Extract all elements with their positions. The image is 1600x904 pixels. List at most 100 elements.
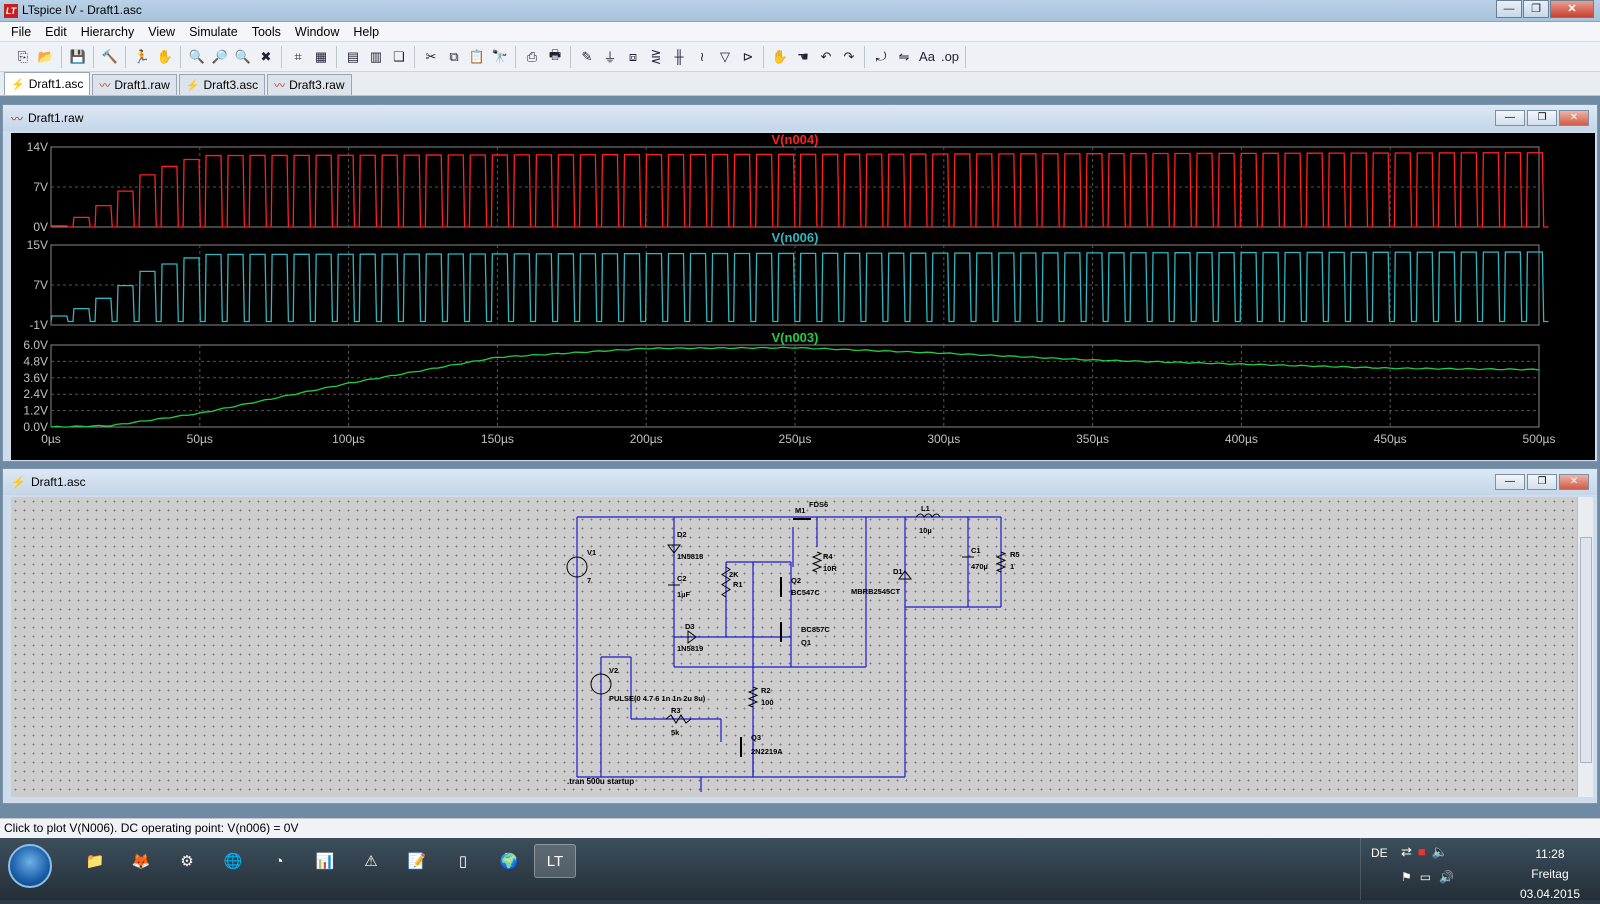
tab-draft1-raw[interactable]: 〰Draft1.raw <box>92 74 177 95</box>
autorange-icon[interactable]: ⌗ <box>294 48 302 64</box>
ground-icon[interactable]: ⏚ <box>603 50 617 65</box>
component-label-d2-val[interactable]: 1N5818 <box>677 552 703 561</box>
trace-vn004[interactable] <box>50 152 1549 228</box>
cut-icon[interactable]: ✂ <box>425 48 437 64</box>
find-icon[interactable]: 🔭 <box>491 48 509 64</box>
taskbar-vlc-icon[interactable]: ⚠ <box>364 853 378 870</box>
diode-icon[interactable]: ▽ <box>720 48 730 64</box>
redo-icon[interactable]: ↷ <box>843 48 855 64</box>
component-label-c2[interactable]: C2 <box>677 574 687 583</box>
component-label-r5-val[interactable]: 1 <box>1010 562 1014 571</box>
control-panel-icon[interactable]: 🔨 <box>101 48 119 64</box>
undo-icon[interactable]: ↶ <box>820 48 832 64</box>
tile-horizontal-icon[interactable]: ▤ <box>346 48 360 64</box>
taskbar-ltspice-icon[interactable]: LT <box>534 844 576 878</box>
schematic-maximize-button[interactable]: ❐ <box>1527 474 1557 490</box>
resistor-r4[interactable] <box>811 551 823 573</box>
tab-draft1-asc[interactable]: ⚡Draft1.asc <box>4 72 91 95</box>
zoom-out-icon[interactable]: 🔍 <box>234 48 252 64</box>
component-label-q3[interactable]: Q3 <box>751 733 761 742</box>
component-label-r2[interactable]: R2 <box>761 686 771 695</box>
start-button[interactable] <box>8 844 52 888</box>
component-label-q2[interactable]: Q2 <box>791 576 801 585</box>
waveform-maximize-button[interactable]: ❐ <box>1527 110 1557 126</box>
component-label-c1-val[interactable]: 470µ <box>971 562 988 571</box>
component-label-d1[interactable]: D1 <box>893 567 903 576</box>
text-icon[interactable]: Aa <box>919 49 935 64</box>
tile-vertical-icon[interactable]: ▥ <box>369 48 383 64</box>
component-label-c2-val[interactable]: 1µF <box>677 590 690 599</box>
voltage-source-v1[interactable] <box>566 556 588 578</box>
waveform-svg[interactable]: 14V7V0VV(n004)15V7V-1VV(n006)6.0V4.8V3.6… <box>11 132 1595 460</box>
menu-hierarchy[interactable]: Hierarchy <box>80 24 135 39</box>
zoom-box-icon[interactable]: 🔎 <box>211 48 229 64</box>
component-label-l1[interactable]: L1 <box>921 504 930 513</box>
mirror-icon[interactable]: ⇋ <box>898 48 910 64</box>
schematic-vertical-scrollbar[interactable] <box>1577 497 1593 797</box>
taskbar-network-manager-icon[interactable]: ⚙ <box>180 853 194 870</box>
voltage-source-v2[interactable] <box>590 673 612 695</box>
taskbar-app9-icon[interactable]: ▯ <box>458 853 468 870</box>
speaker-tray-icon[interactable]: 🔊 <box>1439 870 1455 884</box>
print-setup-icon[interactable]: ⎙ <box>526 48 538 64</box>
component-label-q2-val[interactable]: BC547C <box>791 588 820 597</box>
resistor-r1[interactable] <box>721 566 731 598</box>
component-label-r2-val[interactable]: 100 <box>761 698 774 707</box>
run-icon[interactable]: 🏃 <box>133 48 151 64</box>
component-label-d3[interactable]: D3 <box>685 622 695 631</box>
component-label-d1-val[interactable]: MBRB2545CT <box>851 587 901 596</box>
schematic-close-button[interactable]: ✕ <box>1559 474 1589 490</box>
volume-tray-icon[interactable]: 🔈 <box>1431 844 1448 859</box>
component-label-r1[interactable]: R1 <box>733 580 743 589</box>
maximize-button[interactable]: ❐ <box>1523 0 1549 18</box>
close-button[interactable]: ✕ <box>1550 0 1594 18</box>
taskbar-explorer-icon[interactable]: 📁 <box>85 853 105 870</box>
component-label-r1-val[interactable]: 2K <box>729 570 739 579</box>
new-schematic-icon[interactable]: ⎘ <box>17 48 29 64</box>
drag-icon[interactable]: ☚ <box>797 48 809 64</box>
diode-d2[interactable] <box>667 544 681 554</box>
component-label-c1[interactable]: C1 <box>971 546 981 555</box>
component-label-r4[interactable]: R4 <box>823 552 833 561</box>
move-icon[interactable]: ✋ <box>771 48 789 64</box>
save-icon[interactable]: 💾 <box>69 48 87 64</box>
component-label-d2[interactable]: D2 <box>677 530 687 539</box>
component-label-d3-val[interactable]: 1N5819 <box>677 644 703 653</box>
display-tray-icon[interactable]: ▭ <box>1419 870 1432 884</box>
menu-file[interactable]: File <box>11 24 32 39</box>
component-label-directive[interactable]: .tran 500u startup <box>567 777 634 786</box>
clock[interactable]: 11:28 Freitag 03.04.2015 <box>1520 844 1580 904</box>
label-net-icon[interactable]: ⧈ <box>628 48 638 64</box>
taskbar-editor-icon[interactable]: 📝 <box>407 853 427 870</box>
component-label-v2[interactable]: V2 <box>609 666 618 675</box>
minimize-button[interactable]: — <box>1496 0 1522 18</box>
component-label-r4-val[interactable]: 10R <box>823 564 837 573</box>
zoom-cancel-icon[interactable]: ✖ <box>260 48 272 64</box>
taskbar-firefox-icon[interactable]: 🦊 <box>131 853 151 870</box>
component-label-v2-val[interactable]: PULSE(0 4.7 6 1n 1n 2u 8u) <box>609 694 706 703</box>
component-label-q3-val[interactable]: 2N2219A <box>751 747 783 756</box>
menu-simulate[interactable]: Simulate <box>189 24 238 39</box>
trace-label[interactable]: V(n003) <box>772 330 819 345</box>
trace-vn006[interactable] <box>50 251 1549 323</box>
trace-vn003[interactable] <box>50 346 1540 428</box>
taskbar-app5-icon[interactable]: ◔ <box>274 852 284 870</box>
resistor-icon[interactable]: ⋛ <box>650 48 662 64</box>
scrollbar-thumb[interactable] <box>1580 537 1592 763</box>
component-label-v1-val[interactable]: 7 <box>587 576 591 585</box>
inductor-icon[interactable]: ≀ <box>699 48 705 64</box>
copy-icon[interactable]: ⧉ <box>449 48 459 64</box>
capacitor-icon[interactable]: ╫ <box>674 49 684 64</box>
waveform-minimize-button[interactable]: — <box>1495 110 1525 126</box>
schematic-minimize-button[interactable]: — <box>1495 474 1525 490</box>
trace-label[interactable]: V(n004) <box>772 132 819 147</box>
zoom-in-icon[interactable]: 🔍 <box>188 48 206 64</box>
component-label-m1-val[interactable]: FDS6 <box>809 500 828 509</box>
menu-help[interactable]: Help <box>353 24 380 39</box>
network-tray-icon[interactable]: ⇄ <box>1401 844 1412 859</box>
taskbar-app6-icon[interactable]: 📊 <box>315 853 335 870</box>
component-label-v1[interactable]: V1 <box>587 548 596 557</box>
